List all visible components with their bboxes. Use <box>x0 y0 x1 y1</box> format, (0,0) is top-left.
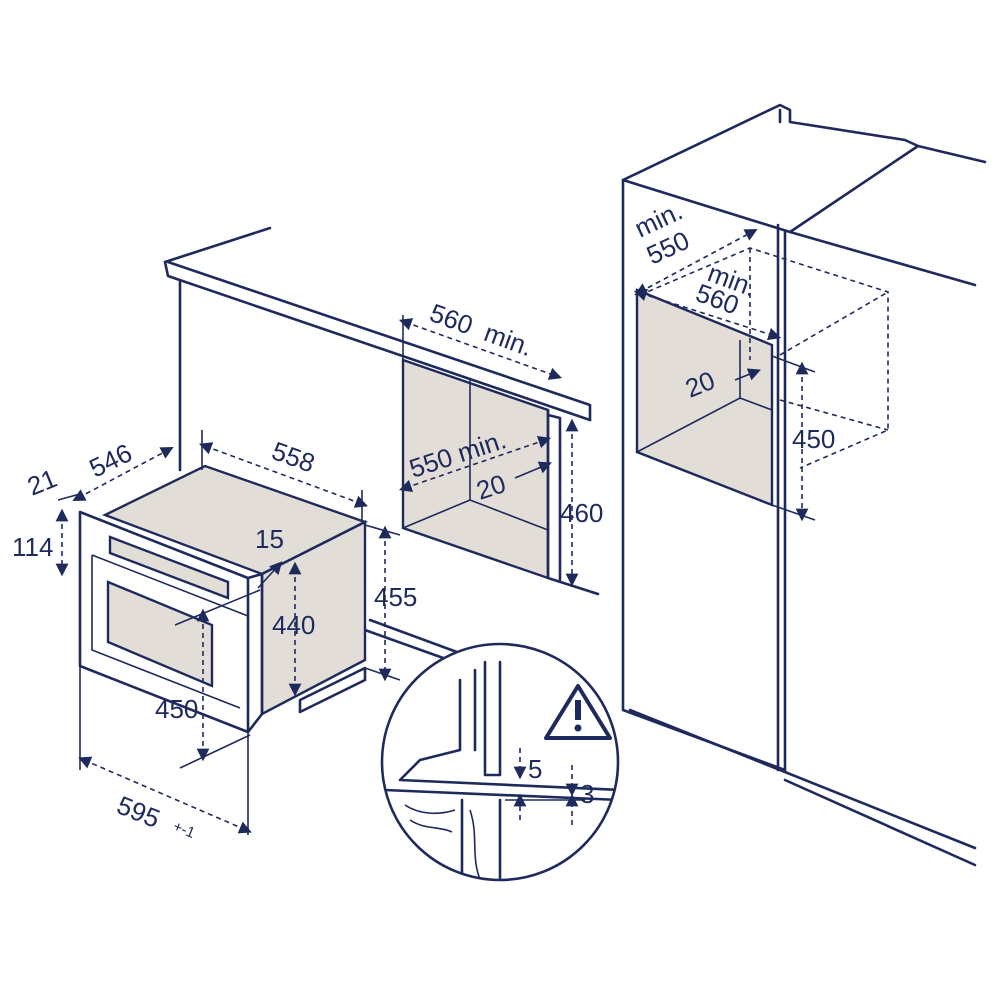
dim-595-tolerance: +-1 <box>171 818 198 842</box>
dim-21: 21 <box>23 463 61 502</box>
dim-546: 546 <box>84 437 136 483</box>
dim-3: 3 <box>580 779 594 809</box>
dim-440: 440 <box>272 610 315 640</box>
control-panel <box>108 535 230 600</box>
dim-450-right: 450 <box>792 424 835 454</box>
oven <box>78 464 369 734</box>
dim-460: 460 <box>560 498 603 528</box>
door-window <box>106 580 214 688</box>
dim-560-min: 560 min. <box>426 297 537 362</box>
dim-455: 455 <box>374 582 417 612</box>
dim-595: 595 <box>113 790 164 834</box>
dim-114: 114 <box>12 532 53 562</box>
dimension-lines <box>55 228 816 835</box>
warning-triangle-icon <box>544 684 612 740</box>
detail-circle <box>380 642 620 882</box>
dim-5: 5 <box>528 754 542 784</box>
dim-450-front: 450 <box>155 694 198 724</box>
tall-cabinet <box>621 103 987 867</box>
dim-15: 15 <box>255 524 284 554</box>
